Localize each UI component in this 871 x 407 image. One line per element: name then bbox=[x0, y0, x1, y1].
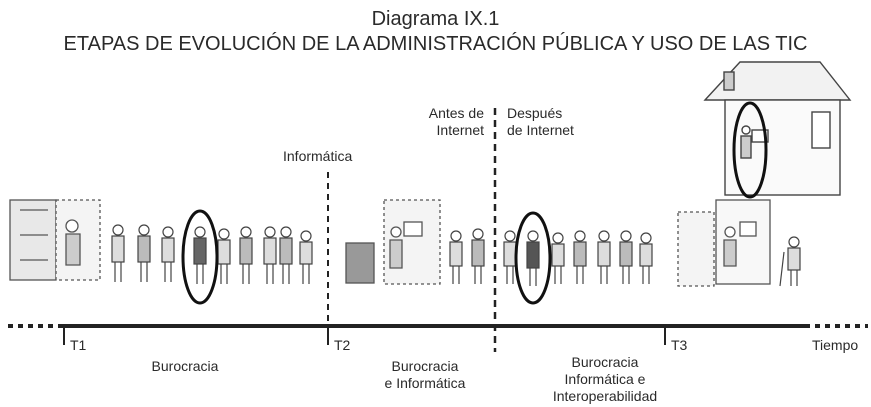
person-icon bbox=[449, 230, 463, 284]
person-icon bbox=[503, 230, 517, 284]
person-icon bbox=[619, 230, 633, 284]
tick-label-t1: T1 bbox=[70, 337, 87, 353]
person-icon bbox=[299, 230, 313, 284]
diagram-title: Diagrama IX.1 bbox=[371, 8, 500, 30]
stage-label-line: e Informática bbox=[384, 375, 466, 391]
person-icon bbox=[137, 224, 151, 282]
computer-icon bbox=[739, 221, 757, 237]
stage-label-3: Burocracia Informática e Interoperabilid… bbox=[535, 354, 675, 405]
annotation-despues-line2: de Internet bbox=[507, 122, 574, 138]
annotation-antes-line2: Internet bbox=[436, 122, 484, 138]
elderly-person-icon bbox=[779, 236, 801, 287]
house-icon bbox=[703, 61, 852, 196]
person-icon bbox=[471, 228, 485, 284]
office-scene-3 bbox=[677, 199, 771, 287]
cabinets-icon bbox=[9, 199, 57, 281]
office-scene-1 bbox=[9, 199, 101, 281]
printer-icon bbox=[345, 242, 375, 284]
person-icon bbox=[639, 232, 653, 284]
tick-label-t3: T3 bbox=[671, 337, 688, 353]
person-icon bbox=[279, 226, 293, 284]
queue-3 bbox=[503, 230, 653, 286]
stage-label-1: Burocracia bbox=[120, 358, 250, 375]
computer-icon bbox=[403, 221, 423, 237]
stage-label-line: Burocracia bbox=[151, 358, 219, 374]
highlight-ellipse-3 bbox=[732, 101, 768, 199]
clerk-icon bbox=[390, 226, 402, 238]
clerk-icon bbox=[724, 226, 736, 238]
stage-label-line: Informática e bbox=[564, 371, 646, 387]
annotation-antes-line1: Antes de bbox=[428, 105, 484, 121]
clerk-icon bbox=[65, 219, 79, 233]
person-icon bbox=[239, 226, 253, 284]
tick-label-t2: T2 bbox=[334, 337, 351, 353]
annotation-despues-line1: Después bbox=[507, 105, 563, 121]
annotation-informatica: Informática bbox=[283, 148, 353, 164]
stage-label-2: Burocracia e Informática bbox=[360, 358, 490, 392]
stage-label-line: Burocracia bbox=[571, 354, 639, 370]
queue-2 bbox=[449, 228, 485, 284]
person-icon bbox=[551, 232, 565, 284]
person-icon bbox=[573, 230, 587, 284]
person-icon bbox=[217, 228, 231, 284]
office-scene-2 bbox=[345, 199, 441, 285]
timeline-end-label: Tiempo bbox=[812, 337, 859, 353]
person-icon bbox=[263, 226, 277, 284]
person-icon bbox=[111, 224, 125, 282]
person-icon bbox=[597, 230, 611, 284]
person-icon bbox=[193, 226, 207, 284]
highlight-ellipse-1 bbox=[181, 209, 219, 305]
timeline bbox=[8, 324, 868, 345]
stage-label-line: Burocracia bbox=[391, 358, 459, 374]
highlight-ellipse-2 bbox=[514, 211, 552, 305]
diagram-subtitle: ETAPAS DE EVOLUCIÓN DE LA ADMINISTRACIÓN… bbox=[63, 33, 808, 55]
queue-1 bbox=[111, 224, 313, 284]
person-icon bbox=[161, 226, 175, 282]
stage-label-line: Interoperabilidad bbox=[552, 388, 658, 404]
person-icon bbox=[526, 230, 540, 286]
